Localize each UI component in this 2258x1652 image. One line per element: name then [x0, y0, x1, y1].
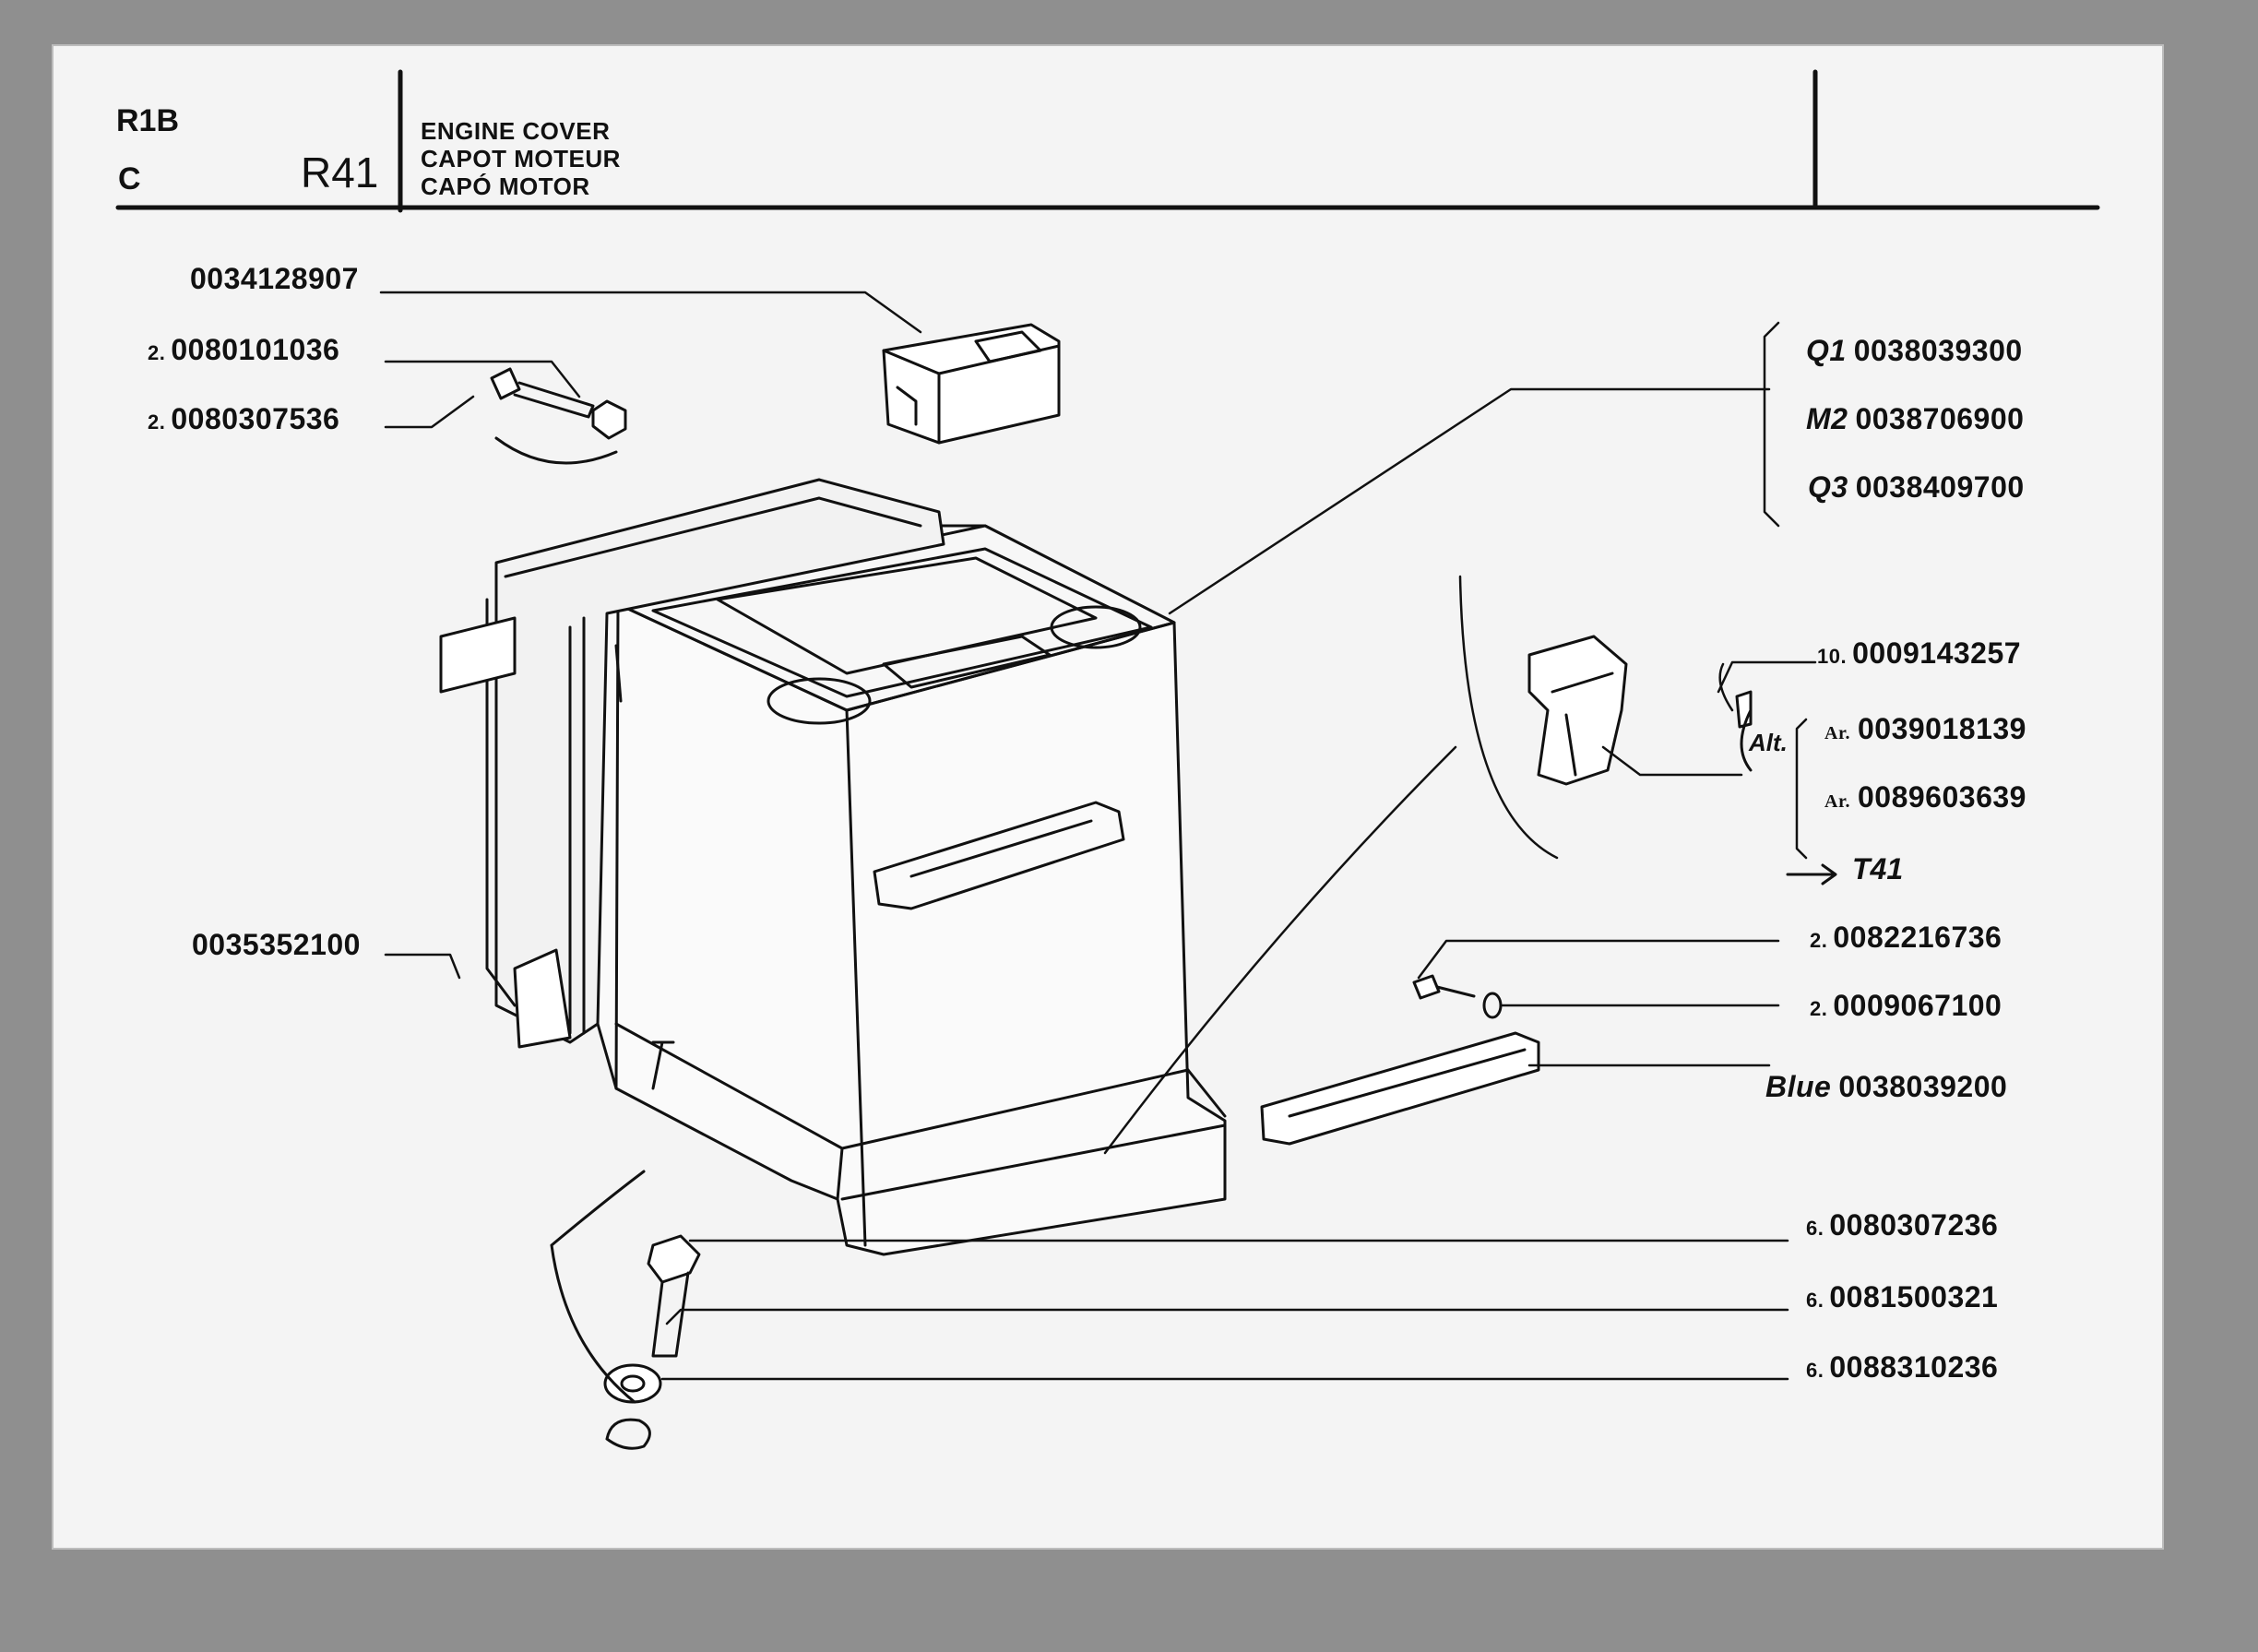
part-number: 0089603639	[1857, 780, 2026, 814]
hinge-bracket-drawing	[1527, 635, 1753, 786]
part-number: 0038039200	[1838, 1070, 2008, 1103]
handle-bar-drawing	[1260, 974, 1540, 1146]
callout-0009143257: 10.0009143257	[1817, 636, 2021, 671]
callout-0088310236: 6.0088310236	[1806, 1350, 1998, 1385]
callout-0034128907: 0034128907	[184, 262, 359, 296]
part-number: 0080307536	[171, 402, 340, 435]
leader-lines	[379, 291, 1837, 1381]
callout-0009067100: 2.0009067100	[1810, 989, 2002, 1023]
part-number: 0081500321	[1829, 1280, 1999, 1313]
bottom-fasteners-drawing	[550, 1170, 701, 1450]
exploded-diagram	[115, 69, 2100, 1450]
title-es: CAPÓ MOTOR	[421, 172, 590, 200]
title-fr: CAPOT MOTEUR	[421, 145, 621, 172]
callout-0081500321: 6.0081500321	[1806, 1280, 1998, 1314]
part-number: 0009067100	[1833, 989, 2002, 1022]
alt-label: Alt.	[1749, 729, 1788, 756]
qty: 2.	[1810, 929, 1828, 952]
prefix: M2	[1806, 402, 1848, 435]
part-number: 0082216736	[1833, 921, 2002, 954]
callout-0089603639: Ar. 0089603639	[1824, 780, 2026, 814]
part-number: 0080307236	[1829, 1208, 1999, 1242]
part-number: 0038706900	[1855, 402, 2025, 435]
part-number: 0088310236	[1829, 1350, 1999, 1384]
qty: 2.	[148, 410, 166, 434]
qty: 2.	[1810, 997, 1828, 1020]
prefix: Blue	[1765, 1070, 1832, 1103]
callout-0080307236: 6.0080307236	[1806, 1208, 1998, 1242]
bolt-nut-topleft-drawing	[490, 367, 627, 465]
prefix: Q1	[1806, 334, 1847, 367]
prefix: Ar.	[1824, 791, 1850, 812]
part-number: 0034128907	[190, 262, 359, 295]
prefix: Q3	[1808, 470, 1848, 504]
qty: 2.	[148, 341, 166, 364]
title-en: ENGINE COVER	[421, 117, 611, 145]
callout-0082216736: 2.0082216736	[1810, 921, 2002, 955]
qty: 6.	[1806, 1359, 1824, 1382]
callout-0080307536: 2.0080307536	[148, 402, 339, 436]
ref-t41: T41	[1852, 852, 1904, 885]
part-number: 0038409700	[1855, 470, 2025, 504]
part-number: 0009143257	[1852, 636, 2022, 670]
model-code: R1B	[116, 103, 180, 138]
callout-0080101036: 2.0080101036	[148, 333, 339, 367]
page-code: R41	[301, 149, 379, 196]
prefix: Ar.	[1824, 723, 1850, 743]
qty: 10.	[1817, 645, 1848, 668]
callout-0035352100: 0035352100	[186, 928, 361, 962]
catalog-sheet: R1B C R41 ENGINE COVER CAPOT MOTEUR CAPÓ…	[53, 46, 2162, 1548]
qty: 6.	[1806, 1217, 1824, 1240]
section-letter: C	[118, 161, 141, 196]
qty: 6.	[1806, 1289, 1824, 1312]
engine-cover-drawing	[439, 478, 1227, 1256]
filler-cap-drawing	[882, 323, 1061, 445]
part-number: 0039018139	[1857, 712, 2026, 745]
part-number: 0035352100	[192, 928, 361, 961]
callout-0039018139: Ar. 0039018139	[1824, 712, 2026, 746]
part-number: 0080101036	[171, 333, 340, 366]
part-number: 0038039300	[1853, 334, 2023, 367]
